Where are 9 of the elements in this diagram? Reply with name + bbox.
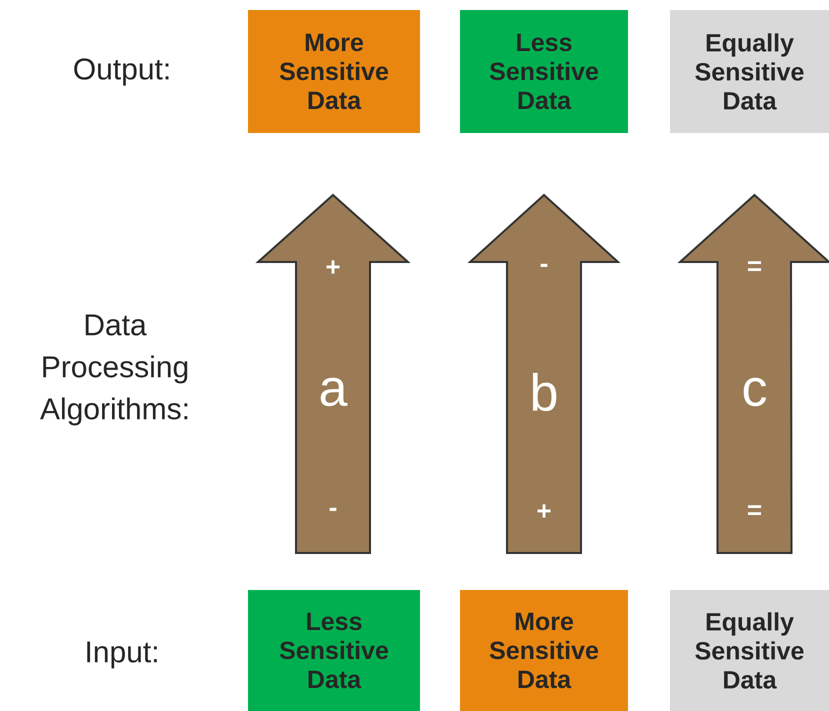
row-label: Input: bbox=[87, 642, 157, 668]
data-box: Less Sensitive Data bbox=[248, 590, 420, 711]
data-box: Less Sensitive Data bbox=[460, 10, 628, 133]
data-box: Equally Sensitive Data bbox=[670, 590, 829, 711]
row-label: Output: bbox=[74, 58, 168, 86]
row-label: Data Processing Algorithms: bbox=[40, 314, 188, 426]
data-box: Equally Sensitive Data bbox=[670, 10, 829, 133]
data-box: More Sensitive Data bbox=[460, 590, 628, 711]
data-box: More Sensitive Data bbox=[248, 10, 420, 133]
